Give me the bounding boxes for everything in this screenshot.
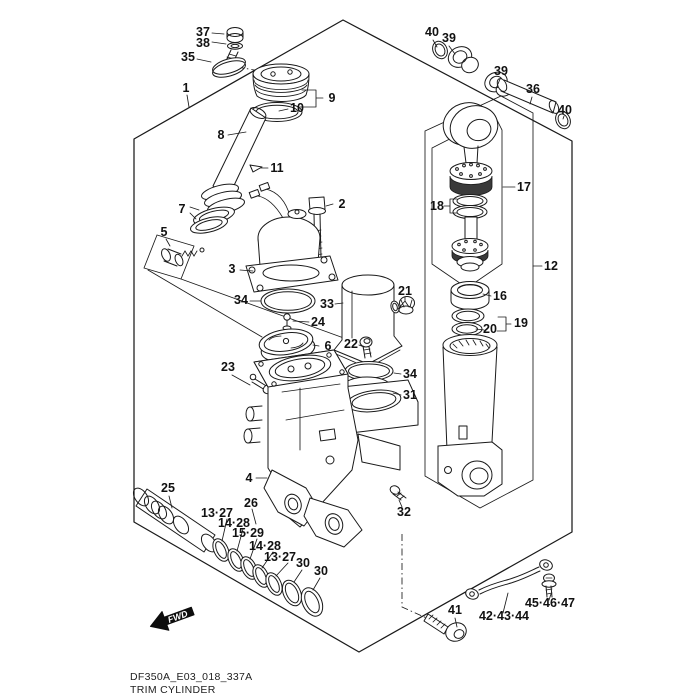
part-39-bushing-upper: [447, 46, 479, 74]
callout-14-28b: 14·28: [249, 539, 281, 553]
callout-33: 33: [320, 297, 334, 311]
callout-21: 21: [398, 284, 412, 298]
callout-24: 24: [311, 315, 325, 329]
callout-13-27b: 13·27: [264, 550, 296, 564]
part-11-key: [249, 164, 263, 173]
callout-9: 9: [329, 91, 336, 105]
callout-31: 31: [403, 388, 417, 402]
part-36-pin: [496, 78, 560, 114]
callout-3: 3: [229, 262, 236, 276]
callout-15-29: 15·29: [232, 526, 264, 540]
callout-30b: 30: [314, 564, 328, 578]
repair-kit-5-box: [143, 234, 353, 342]
part-24-valve: [282, 313, 292, 331]
part-17-piston-rod: [442, 102, 499, 196]
callout-18: 18: [430, 199, 444, 213]
callout-20: 20: [483, 322, 497, 336]
callout-13-27a: 13·27: [201, 506, 233, 520]
drawing-code: DF350A_E03_018_337A: [130, 671, 252, 683]
callout-32: 32: [397, 505, 411, 519]
callout-40b: 40: [558, 103, 572, 117]
callout-42-43-44: 42·43·44: [479, 609, 529, 623]
part-42-43-44-wire: [465, 559, 553, 600]
title-block: DF350A_E03_018_337A TRIM CYLINDER: [130, 671, 252, 696]
fwd-arrow: FWD: [149, 606, 195, 631]
part-45-46-47-screw: [541, 573, 557, 598]
callout-12: 12: [544, 259, 558, 273]
part-18-rings: [452, 194, 488, 219]
callout-26: 26: [244, 496, 258, 510]
callout-41: 41: [448, 603, 462, 617]
callout-10: 10: [290, 101, 304, 115]
part-32-bolt: [389, 485, 407, 501]
callout-14-28a: 14·28: [218, 516, 250, 530]
part-33-reservoir: [333, 274, 403, 369]
callout-6: 6: [325, 339, 332, 353]
part-34-o-ring-left: [260, 288, 316, 314]
callout-25: 25: [161, 481, 175, 495]
part-21-plug: [390, 296, 415, 315]
callout-5: 5: [161, 225, 168, 239]
part-12-cylinder-tube: [437, 334, 503, 497]
part-35-screw: [212, 49, 246, 78]
fwd-arrow-label: FWD: [166, 608, 189, 625]
assembly-1-border: [133, 19, 573, 653]
part-9-cap: [252, 63, 310, 103]
callout-16: 16: [493, 289, 507, 303]
callout-34a: 34: [234, 293, 248, 307]
callout-17: 17: [517, 180, 531, 194]
part-17-rod-lower: [451, 216, 489, 272]
callout-37: 37: [196, 25, 210, 39]
callout-36: 36: [526, 82, 540, 96]
part-37-nut: [226, 27, 244, 43]
callout-labels: 1 2 3 4 5 6 7 8 9 10 11 12 16 17 18 19 2…: [161, 25, 576, 623]
callout-2: 2: [339, 197, 346, 211]
part-5-repair-kit: [161, 247, 205, 267]
callout-11: 11: [270, 161, 283, 175]
callout-7: 7: [179, 202, 186, 216]
part-8-tube: [200, 107, 267, 215]
callout-40a: 40: [425, 25, 439, 39]
part-19-20-seals: [451, 308, 485, 336]
callout-1: 1: [183, 81, 190, 95]
callout-22: 22: [344, 337, 358, 351]
part-16-bushing: [450, 281, 490, 310]
callout-35: 35: [181, 50, 195, 64]
callout-39a: 39: [442, 31, 456, 45]
callout-19: 19: [514, 316, 528, 330]
seal-ring-stack: [212, 538, 324, 617]
part-3-motor: [245, 181, 339, 293]
leader-lines: [165, 32, 565, 628]
callout-23: 23: [221, 360, 235, 374]
part-22-bolt: [359, 336, 373, 359]
callout-34b: 34: [403, 367, 417, 381]
part-7-seals: [189, 206, 235, 234]
callout-4: 4: [246, 471, 253, 485]
part-38-washer: [227, 42, 243, 50]
callout-39b: 39: [494, 64, 508, 78]
part-40-ring-lower: [555, 110, 571, 130]
part-41-bolt: [423, 613, 467, 642]
callout-8: 8: [218, 128, 225, 142]
callout-30a: 30: [296, 556, 310, 570]
drawing-title: TRIM CYLINDER: [130, 684, 216, 696]
callout-45-46-47: 45·46·47: [525, 596, 575, 610]
callout-38: 38: [196, 36, 210, 50]
part-4-cylinder-body: [243, 349, 419, 548]
part-25-shaft: [132, 487, 218, 553]
